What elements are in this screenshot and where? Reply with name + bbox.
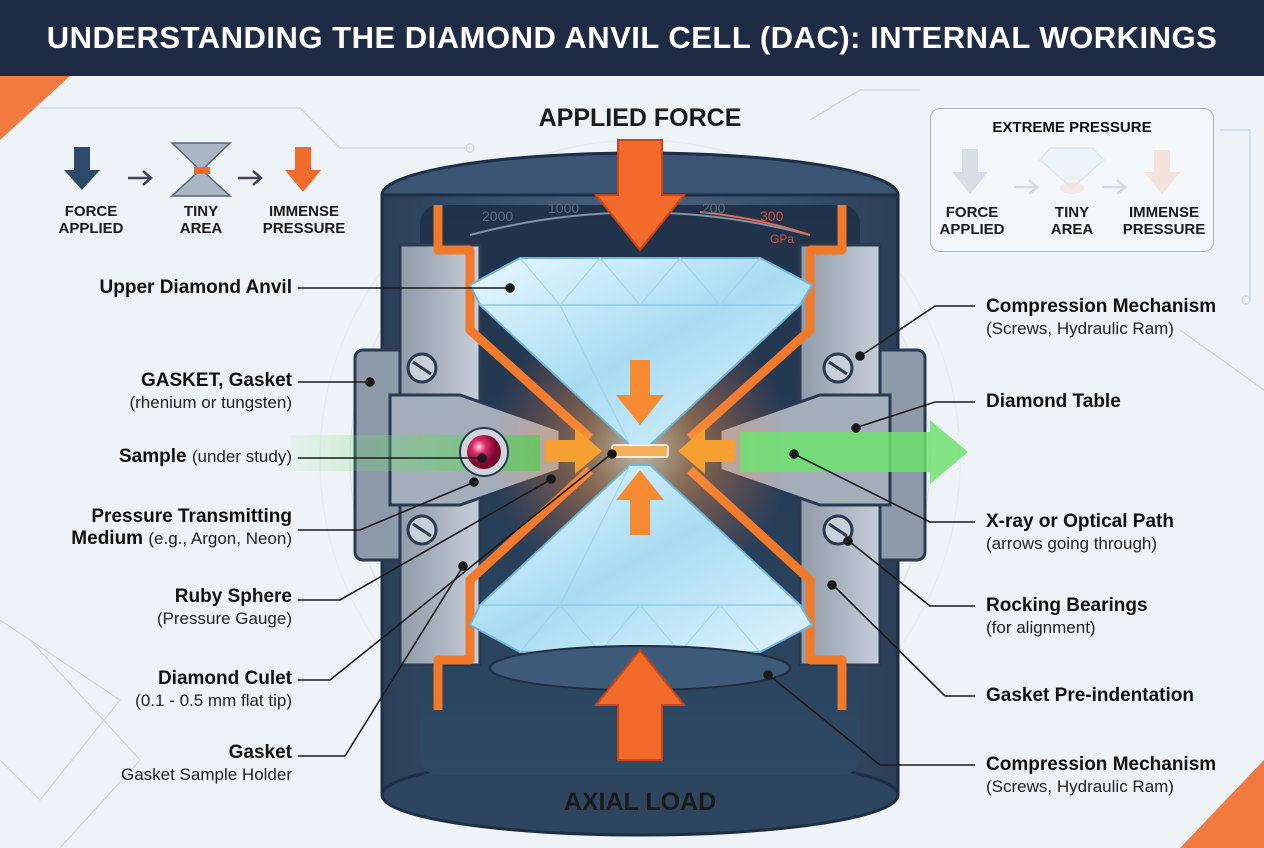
applied-force-label: APPLIED FORCE xyxy=(538,104,742,132)
step-line: APPLIED xyxy=(939,221,1005,238)
step-line: PRESSURE xyxy=(262,220,346,237)
screws xyxy=(406,352,854,546)
gauge-unit: GPa xyxy=(770,232,795,246)
down-arrow-icon xyxy=(285,147,321,192)
label-title: Diamond Table xyxy=(986,391,1121,412)
label-gasket-preindentation: Gasket Pre-indentation xyxy=(986,685,1254,707)
left-flow-icons xyxy=(64,142,321,197)
label-diamond-table: Diamond Table xyxy=(986,391,1254,413)
label-gasket: GASKET, Gasket (rhenium or tungsten) xyxy=(40,370,292,414)
label-title: Gasket Pre-indentation xyxy=(986,685,1194,706)
label-title: Compression Mechanism xyxy=(986,296,1217,317)
panel-title: EXTREME PRESSURE xyxy=(992,119,1152,136)
upper-diamond-anvil xyxy=(468,257,814,446)
label-upper-diamond-anvil: Upper Diamond Anvil xyxy=(40,277,292,299)
label-sub: (0.1 - 0.5 mm flat tip) xyxy=(135,691,292,710)
label-title: Gasket xyxy=(228,742,292,763)
gasket-rails xyxy=(433,205,847,710)
gauge-tick: 2000 xyxy=(482,208,514,224)
gauge-tick: 200 xyxy=(702,200,726,216)
step-line: FORCE xyxy=(945,204,999,221)
sample-chamber xyxy=(611,444,669,458)
gauge-tick: 1000 xyxy=(548,200,580,216)
label-xray-path: X-ray or Optical Path (arrows going thro… xyxy=(986,511,1254,555)
step-line: APPLIED xyxy=(58,220,124,237)
leader-lines-right xyxy=(763,305,975,766)
label-title: Medium xyxy=(71,528,144,549)
ruby-sphere xyxy=(459,427,509,477)
right-panel-step-3: IMMENSE PRESSURE xyxy=(1118,204,1210,238)
step-line: TINY xyxy=(183,203,219,220)
label-pressure-medium: Pressure Transmitting Medium (e.g., Argo… xyxy=(20,506,292,550)
label-title: Pressure Transmitting xyxy=(91,506,292,527)
axial-load-label: AXIAL LOAD xyxy=(563,788,717,816)
title-bar: UNDERSTANDING THE DIAMOND ANVIL CELL (DA… xyxy=(0,0,1264,76)
extreme-pressure-panel: EXTREME PRESSURE xyxy=(930,108,1214,252)
label-sub: (Screws, Hydraulic Ram) xyxy=(986,777,1174,796)
label-gasket-holder: Gasket Gasket Sample Holder xyxy=(40,742,292,786)
step-line: AREA xyxy=(179,220,223,237)
label-title: X-ray or Optical Path xyxy=(986,511,1174,532)
label-sub: (Screws, Hydraulic Ram) xyxy=(986,319,1174,338)
label-sub: (for alignment) xyxy=(986,618,1096,637)
label-title: Ruby Sphere xyxy=(174,586,292,607)
label-ruby-sphere: Ruby Sphere (Pressure Gauge) xyxy=(40,586,292,630)
label-compression-mechanism-top: Compression Mechanism (Screws, Hydraulic… xyxy=(986,296,1254,340)
label-title: Upper Diamond Anvil xyxy=(99,277,292,298)
step-line: AREA xyxy=(1050,221,1094,238)
label-sub: Gasket Sample Holder xyxy=(120,765,292,784)
right-panel-step-1: FORCE APPLIED xyxy=(932,204,1012,238)
step-line: FORCE xyxy=(64,203,118,220)
step-line: PRESSURE xyxy=(1122,221,1206,238)
label-title: Sample xyxy=(118,446,187,467)
label-sub: (arrows going through) xyxy=(986,534,1158,553)
leader-lines-left xyxy=(298,283,617,757)
left-flow-step-2: TINY AREA xyxy=(156,203,246,237)
label-title: Diamond Culet xyxy=(157,668,292,689)
label-title: Rocking Bearings xyxy=(986,595,1148,616)
down-arrow-icon xyxy=(64,147,100,190)
page-title: UNDERSTANDING THE DIAMOND ANVIL CELL (DA… xyxy=(46,20,1218,55)
label-rocking-bearings: Rocking Bearings (for alignment) xyxy=(986,595,1254,639)
label-title: GASKET, Gasket xyxy=(141,370,292,391)
label-diamond-culet: Diamond Culet (0.1 - 0.5 mm flat tip) xyxy=(40,668,292,712)
label-sub: (rhenium or tungsten) xyxy=(129,393,292,412)
right-arrow-icon xyxy=(238,170,263,186)
left-flow-step-1: FORCE APPLIED xyxy=(46,203,136,237)
step-line: IMMENSE xyxy=(268,203,339,220)
left-flow-step-3: IMMENSE PRESSURE xyxy=(256,203,352,237)
label-compression-mechanism-bottom: Compression Mechanism (Screws, Hydraulic… xyxy=(986,754,1254,798)
label-sub: (e.g., Argon, Neon) xyxy=(148,529,292,548)
gauge-tick: 300 xyxy=(760,208,784,224)
step-line: TINY xyxy=(1054,204,1090,221)
force-arrows xyxy=(545,139,735,761)
label-title: Compression Mechanism xyxy=(986,754,1217,775)
label-sub: (under study) xyxy=(191,447,292,466)
right-arrow-icon xyxy=(128,170,153,186)
right-panel-step-2: TINY AREA xyxy=(1034,204,1110,238)
label-sub: (Pressure Gauge) xyxy=(156,609,292,628)
step-line: IMMENSE xyxy=(1128,204,1199,221)
label-sample: Sample (under study) xyxy=(40,446,292,468)
